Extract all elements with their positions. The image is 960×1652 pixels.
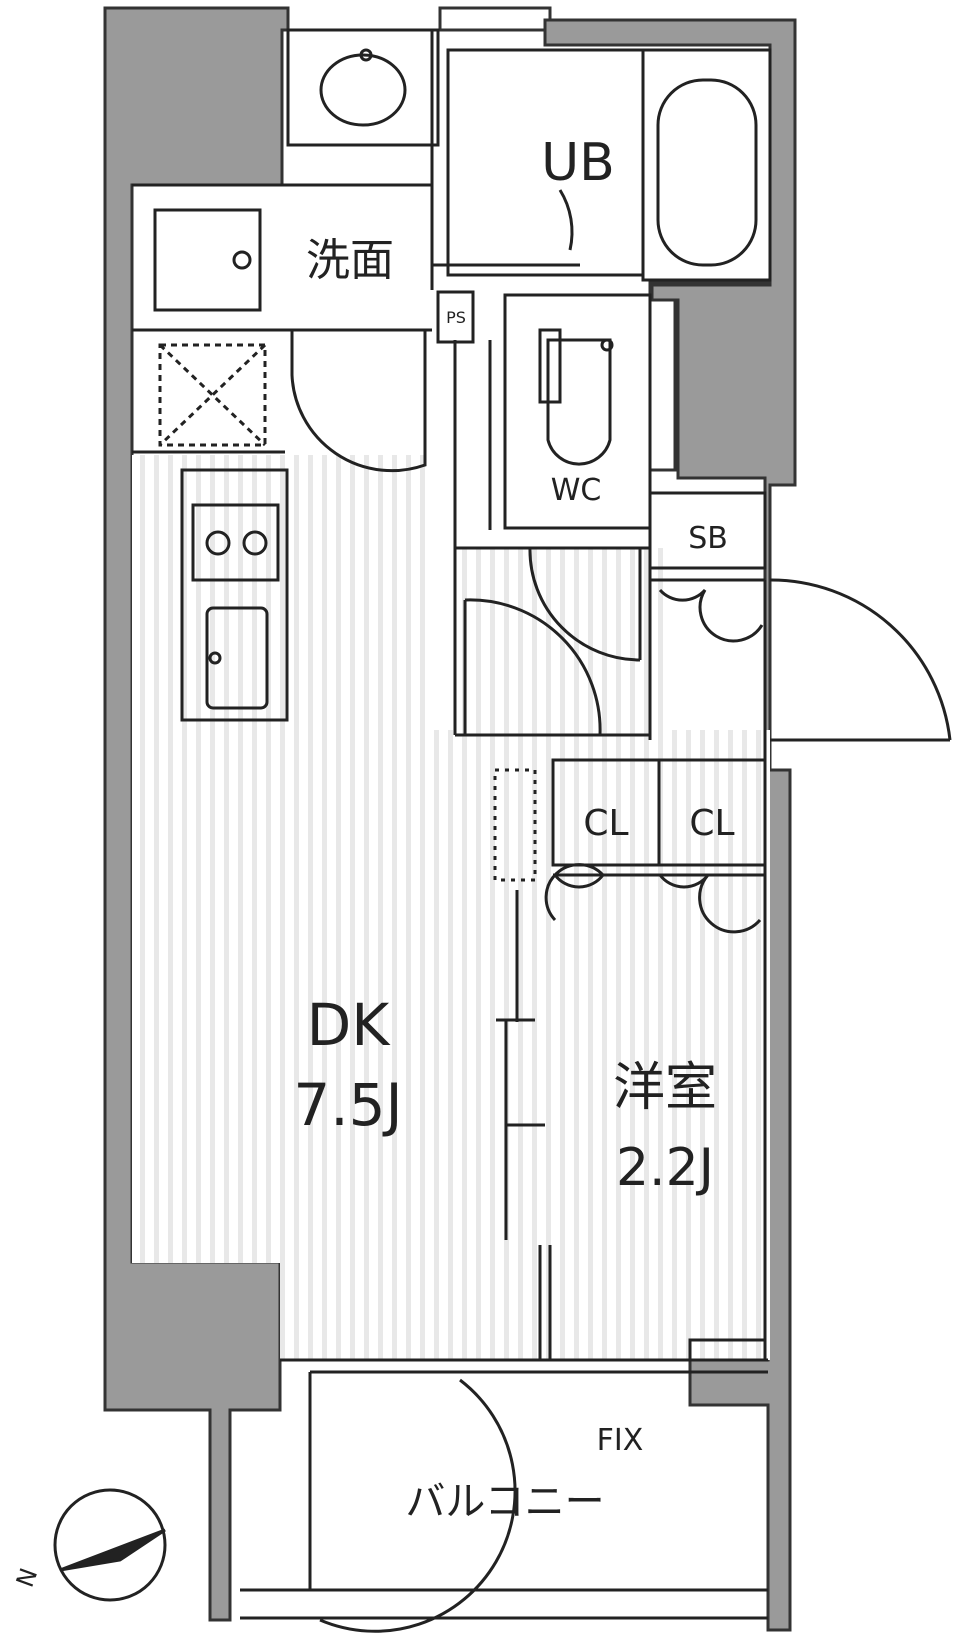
label-ub: UB [541, 133, 615, 193]
label-dk-size: 7.5J [293, 1071, 402, 1139]
label-cl-2: CL [689, 803, 734, 844]
door-swings [290, 189, 952, 1633]
fixtures [53, 48, 614, 1602]
kitchen-sink [205, 606, 269, 710]
label-ps: PS [446, 308, 466, 327]
label-compass-north: N [11, 1564, 43, 1590]
kitchen-counter [180, 468, 289, 722]
label-wc: WC [551, 473, 602, 508]
stove-burner-1 [205, 530, 231, 556]
toilet-tank [538, 328, 562, 404]
label-fix: FIX [597, 1423, 644, 1458]
toilet-bowl [546, 338, 612, 466]
washer-space [153, 208, 262, 312]
label-balcony: バルコニー [405, 1479, 604, 1525]
label-dk-name: DK [307, 991, 392, 1059]
floor-area [132, 455, 770, 1360]
label-western-size: 2.2J [616, 1138, 714, 1198]
partitions [132, 28, 772, 1620]
label-washroom: 洗面 [306, 235, 394, 286]
labels: UB 洗面 PS WC SB CL CL DK 7.5J 洋室 2.2J FIX… [11, 133, 735, 1591]
label-western-name: 洋室 [613, 1058, 717, 1118]
label-cl-1: CL [583, 803, 628, 844]
compass-icon [53, 1488, 167, 1602]
fridge-space [158, 343, 267, 447]
washbasin [319, 53, 407, 127]
label-sb: SB [688, 521, 728, 556]
stove-burner-2 [242, 530, 268, 556]
